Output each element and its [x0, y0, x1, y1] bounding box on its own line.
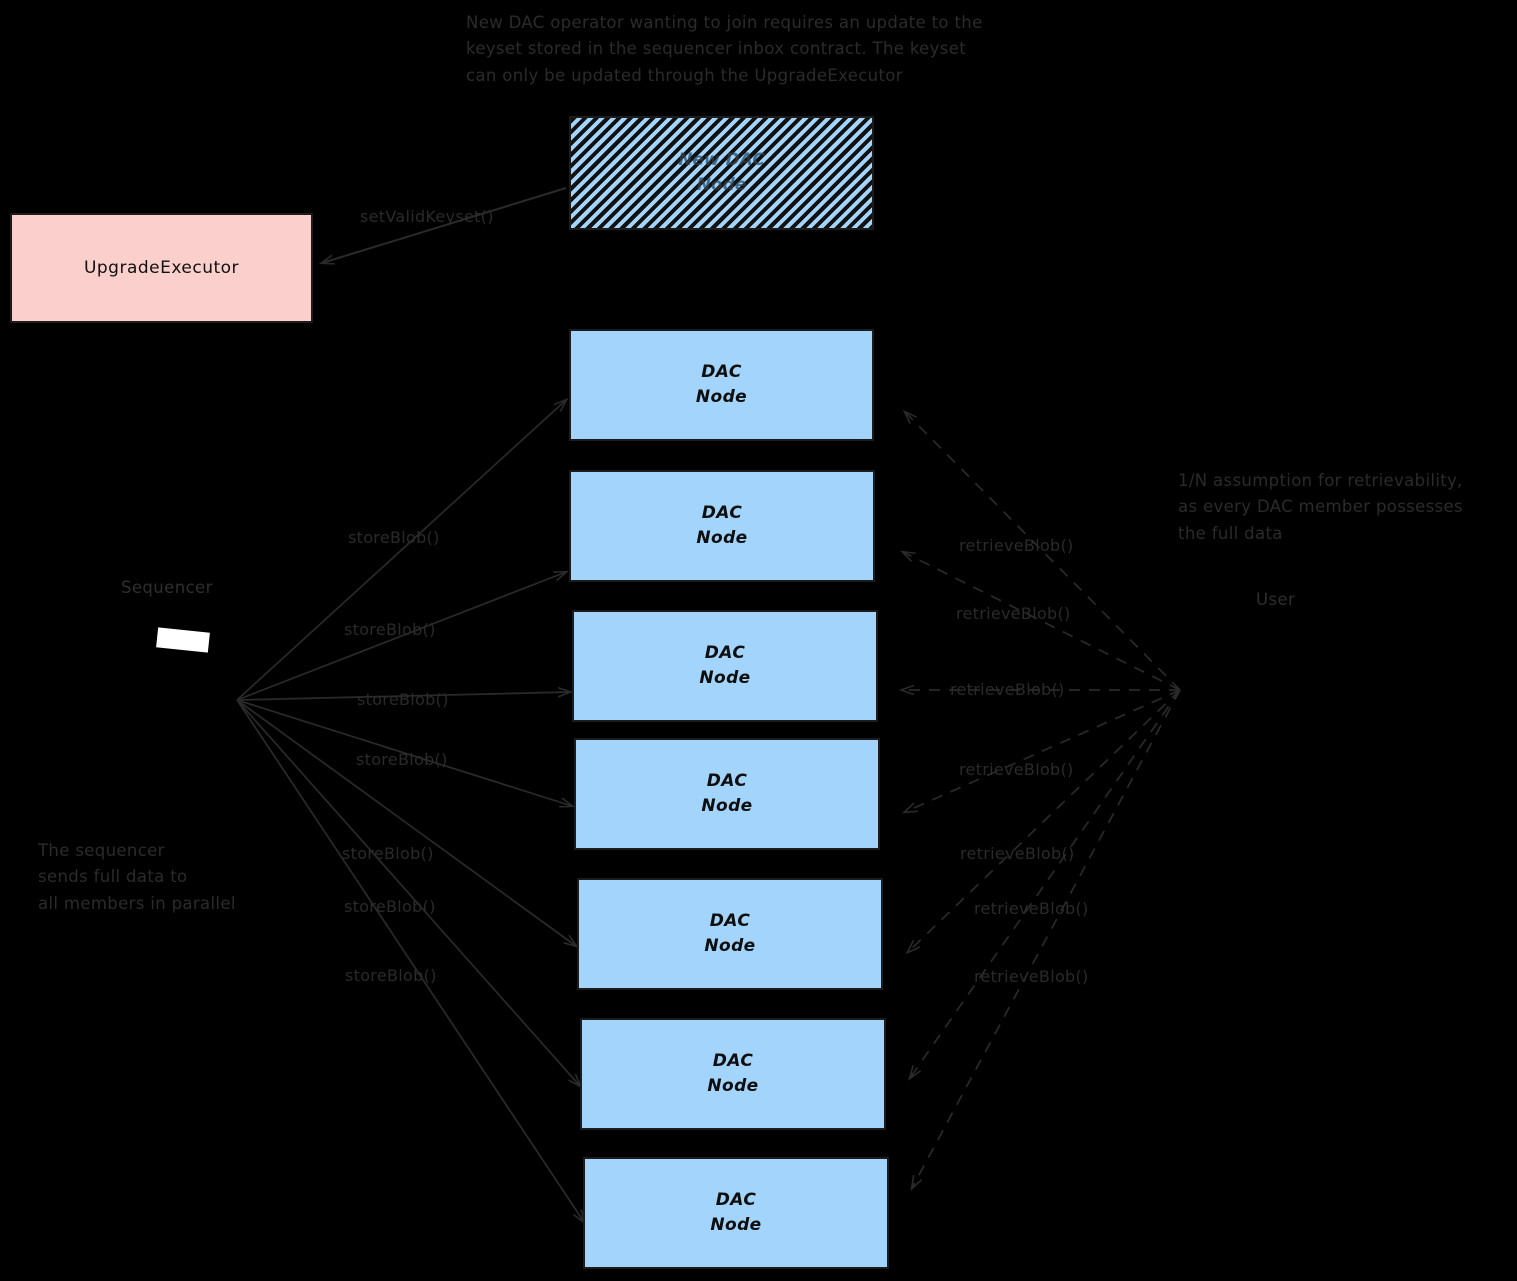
dac-node-3-line2: Node	[699, 668, 751, 688]
dac-node-7-line2: Node	[710, 1215, 762, 1235]
edge-retrieve-blob-6	[910, 689, 1181, 1078]
dac-node-box-1[interactable]: DAC Node	[569, 329, 874, 441]
edge-label-retrieve-blob-4: retrieveBlob()	[959, 760, 1074, 779]
new-dac-node-line1: New DAC	[678, 150, 765, 171]
edge-label-set-valid-keyset: setValidKeyset()	[360, 207, 494, 226]
note-retrievability: 1/N assumption for retrievability, as ev…	[1178, 471, 1463, 543]
edge-label-retrieve-blob-1: retrieveBlob()	[959, 536, 1074, 555]
note-keyset-update: New DAC operator wanting to join require…	[466, 13, 983, 85]
note-sequencer-parallel: The sequencer sends full data to all mem…	[38, 841, 236, 913]
dac-node-box-4[interactable]: DAC Node	[574, 738, 880, 850]
edge-label-retrieve-blob-7: retrieveBlob()	[974, 967, 1089, 986]
edge-label-store-blob-1: storeBlob()	[348, 528, 440, 547]
dac-node-3-line1: DAC	[704, 643, 746, 664]
sequencer-actor-label: Sequencer	[121, 578, 213, 597]
dac-node-5-line2: Node	[704, 936, 756, 956]
dac-node-box-2[interactable]: DAC Node	[569, 470, 875, 582]
new-dac-node-box[interactable]: New DAC Node	[569, 116, 874, 230]
edge-label-store-blob-6: storeBlob()	[344, 897, 436, 916]
upgrade-executor-box[interactable]: UpgradeExecutor	[10, 213, 313, 323]
upgrade-executor-label: UpgradeExecutor	[83, 258, 240, 278]
new-dac-node-line2: Node	[696, 175, 747, 195]
edge-label-store-blob-7: storeBlob()	[345, 966, 437, 985]
edge-label-store-blob-4: storeBlob()	[356, 750, 448, 769]
user-actor-label: User	[1256, 590, 1296, 609]
sequencer-actor-icon	[156, 627, 210, 653]
dac-node-7-line1: DAC	[715, 1190, 757, 1211]
dac-node-1-line2: Node	[695, 387, 748, 407]
edge-label-store-blob-3: storeBlob()	[357, 690, 449, 709]
dac-node-box-6[interactable]: DAC Node	[580, 1018, 886, 1130]
dac-node-4-line1: DAC	[706, 771, 748, 792]
dac-node-5-line1: DAC	[709, 911, 751, 932]
edge-label-retrieve-blob-6: retrieveBlob()	[974, 899, 1089, 918]
edge-label-retrieve-blob-3: retrieveBlob()	[950, 680, 1065, 699]
dac-node-6-line1: DAC	[712, 1051, 754, 1072]
edge-retrieve-blob-4	[905, 689, 1181, 812]
dac-node-box-7[interactable]: DAC Node	[583, 1157, 889, 1269]
edge-label-store-blob-5: storeBlob()	[342, 844, 434, 863]
dac-node-1-line1: DAC	[701, 362, 742, 383]
edge-store-blob-1	[236, 400, 566, 701]
dac-node-box-3[interactable]: DAC Node	[572, 610, 878, 722]
edge-label-retrieve-blob-5: retrieveBlob()	[960, 844, 1075, 863]
edge-label-retrieve-blob-2: retrieveBlob()	[956, 604, 1071, 623]
edge-label-store-blob-2: storeBlob()	[344, 620, 436, 639]
dac-node-4-line2: Node	[701, 796, 753, 816]
dac-node-2-line2: Node	[696, 528, 748, 548]
dac-node-6-line2: Node	[707, 1076, 759, 1096]
dac-node-2-line1: DAC	[701, 503, 743, 524]
edge-store-blob-7	[236, 699, 584, 1222]
dac-node-box-5[interactable]: DAC Node	[577, 878, 883, 990]
